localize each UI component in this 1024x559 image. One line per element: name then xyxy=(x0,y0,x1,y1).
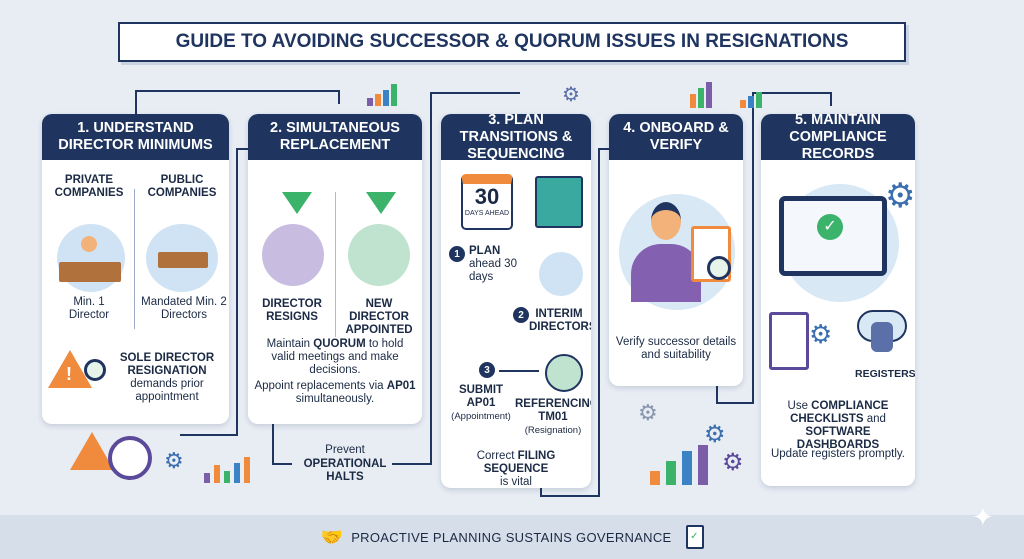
step-title: 1. UNDERSTAND DIRECTOR MINIMUMS xyxy=(42,114,229,160)
step-title: 4. ONBOARD & VERIFY xyxy=(609,114,743,160)
new-director-avatar xyxy=(348,224,410,286)
director-resigns-label: DIRECTOR RESIGNS xyxy=(262,298,322,323)
outcome-prevent: Prevent xyxy=(325,444,365,456)
person-body xyxy=(631,244,701,302)
connector xyxy=(392,463,432,465)
compliance-text: Use COMPLIANCE CHECKLISTS and SOFTWARE D… xyxy=(787,400,889,451)
connector xyxy=(716,402,754,404)
gear-icon: ⚙ xyxy=(809,319,833,349)
gear-icon: ⚙ xyxy=(885,177,915,215)
step-card-4: 4. ONBOARD & VERIFY Verify successor det… xyxy=(609,114,743,386)
arrow xyxy=(499,370,539,372)
verify-text: Verify successor details and suitability xyxy=(615,336,737,361)
step-title: 5. MAINTAIN COMPLIANCE RECORDS xyxy=(761,114,915,162)
footer-banner: 🤝 PROACTIVE PLANNING SUSTAINS GOVERNANCE… xyxy=(0,515,1024,559)
checklist-icon xyxy=(769,312,809,370)
public-label: PUBLIC COMPANIES xyxy=(147,174,217,199)
resigning-director-avatar xyxy=(262,224,324,286)
calendar-icon: 30 DAYS AHEAD xyxy=(461,174,513,230)
connector xyxy=(598,148,609,150)
down-arrow-icon xyxy=(366,192,396,214)
exclamation: ! xyxy=(66,364,72,384)
update-registers: Update registers promptly. xyxy=(770,448,905,460)
magnifier-icon xyxy=(707,256,731,280)
growth-chart-icon xyxy=(690,78,770,108)
connector xyxy=(180,434,238,436)
divider xyxy=(335,192,336,337)
person-icon xyxy=(81,236,97,252)
connector xyxy=(236,148,248,150)
step-title: 3. PLAN TRANSITIONS & SEQUENCING xyxy=(441,114,591,162)
step-title: 2. SIMULTANEOUS REPLACEMENT xyxy=(248,114,422,160)
clock-icon xyxy=(108,436,152,480)
gear-icon: ⚙ xyxy=(722,449,744,476)
gear-icon: ⚙ xyxy=(704,421,726,448)
connector xyxy=(135,90,340,92)
bar-chart-icon xyxy=(204,455,260,483)
desk-icon xyxy=(59,262,121,282)
divider xyxy=(134,189,135,329)
connector xyxy=(272,463,292,465)
connector xyxy=(752,92,832,94)
checklist-document-icon: ✓ xyxy=(685,525,704,549)
step-number: 3 xyxy=(479,362,495,378)
submit-ap01: SUBMIT AP01(Appointment) xyxy=(451,384,511,422)
gear-icon: ⚙ xyxy=(164,448,184,473)
connector xyxy=(272,424,274,464)
connector xyxy=(540,488,542,496)
warning-text: demands prior appointment xyxy=(130,378,204,403)
calendar-number: 30 xyxy=(474,184,500,209)
step-number: 1 xyxy=(449,246,465,262)
check-icon: ✓ xyxy=(817,214,843,240)
quorum-text: Maintain QUORUM to hold valid meetings a… xyxy=(266,338,404,376)
connector xyxy=(430,92,432,465)
new-director-label: NEW DIRECTOR APPOINTED xyxy=(345,298,413,336)
page-title: GUIDE TO AVOIDING SUCCESSOR & QUORUM ISS… xyxy=(118,22,906,62)
step-card-5: 5. MAINTAIN COMPLIANCE RECORDS ✓ ⚙ ⚙ REG… xyxy=(761,114,915,486)
bar-chart-icon xyxy=(367,80,397,106)
warning-clock-icon xyxy=(70,432,114,470)
down-arrow-icon xyxy=(282,192,312,214)
connector xyxy=(598,148,600,497)
interim-director-avatar xyxy=(539,252,583,296)
outcome-operational-halts: OPERATIONAL HALTS xyxy=(303,458,387,483)
connector xyxy=(338,90,340,104)
ap01-text: Appoint replacements via AP01 simultaneo… xyxy=(254,380,416,405)
connector xyxy=(540,495,600,497)
table-icon xyxy=(158,252,208,268)
connector xyxy=(716,386,718,402)
connector xyxy=(752,92,754,404)
step-number: 2 xyxy=(513,307,529,323)
handshake-icon: 🤝 xyxy=(320,526,344,547)
connector xyxy=(430,92,520,94)
sparkle-icon: ✦ xyxy=(972,502,994,532)
footer-text: PROACTIVE PLANNING SUSTAINS GOVERNANCE xyxy=(351,529,672,545)
registers-label: REGISTERS xyxy=(855,368,915,380)
calendar-label: DAYS AHEAD xyxy=(464,210,510,217)
referencing-tm01: REFERENCING TM01(Resignation) xyxy=(515,398,591,436)
connector xyxy=(135,90,137,114)
roadmap-icon xyxy=(535,176,583,228)
step-card-3: 3. PLAN TRANSITIONS & SEQUENCING 30 DAYS… xyxy=(441,114,591,488)
gear-icon: ⚙ xyxy=(562,84,580,106)
gear-icon: ⚙ xyxy=(638,400,658,425)
person-head xyxy=(651,202,681,240)
public-minimum: Mandated Min. 2 Directors xyxy=(141,296,227,321)
warning-title: SOLE DIRECTOR RESIGNATION xyxy=(119,352,215,377)
stopwatch-icon xyxy=(84,359,106,381)
private-label: PRIVATE COMPANIES xyxy=(54,174,124,199)
step-card-1: 1. UNDERSTAND DIRECTOR MINIMUMS PRIVATE … xyxy=(42,114,229,424)
private-minimum: Min. 1 Director xyxy=(68,296,110,321)
step-card-2: 2. SIMULTANEOUS REPLACEMENT DIRECTOR RES… xyxy=(248,114,422,424)
plan-ahead: PLAN ahead 30 days xyxy=(469,245,517,283)
connector xyxy=(830,92,832,106)
database-icon xyxy=(871,322,893,352)
resigning-avatar xyxy=(545,354,583,392)
growth-chart-icon xyxy=(650,440,740,485)
connector xyxy=(236,148,238,436)
interim-directors: INTERIM DIRECTORS xyxy=(529,308,591,333)
